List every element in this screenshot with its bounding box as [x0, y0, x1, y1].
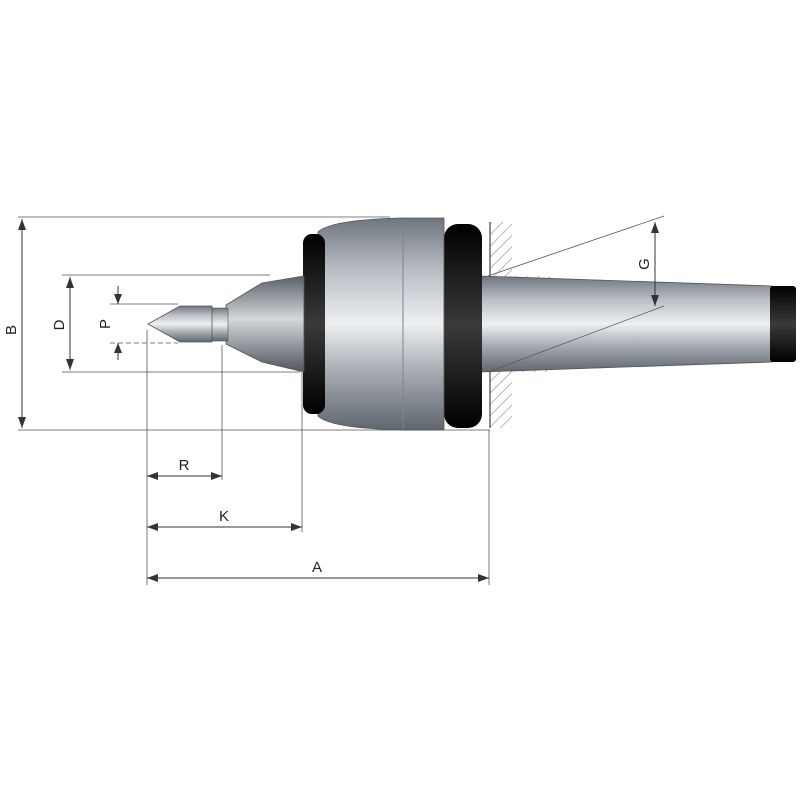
nose-neck	[209, 307, 229, 342]
center-point	[147, 305, 213, 343]
body-housing	[317, 217, 445, 431]
dim-d-arrow-top	[66, 277, 74, 288]
label-a: A	[312, 559, 322, 576]
dim-g-arrow-bottom	[651, 295, 659, 306]
front-seal-ring	[303, 234, 325, 414]
dim-p-arrow-bottom	[114, 343, 122, 353]
nose-cone	[147, 275, 305, 373]
dim-r-arrow-right	[211, 472, 222, 480]
label-d: D	[51, 319, 68, 330]
extension-lines	[18, 215, 665, 585]
ext-taper-bottom	[487, 305, 665, 373]
label-b: B	[3, 325, 20, 335]
dim-b-arrow-bottom	[18, 417, 26, 428]
dim-p-arrow-top	[114, 294, 122, 304]
dim-k-arrow-left	[147, 523, 158, 531]
label-p: P	[97, 319, 114, 329]
dim-k-arrow-right	[291, 523, 302, 531]
dim-a-arrow-right	[478, 574, 489, 582]
rear-seal-ring	[444, 224, 482, 428]
dimension-labels: B D P G R K A	[3, 258, 653, 576]
nose-cone-body	[225, 275, 305, 373]
label-k: K	[219, 508, 229, 525]
dim-g-arrow-top	[651, 222, 659, 233]
main-body	[317, 217, 445, 431]
shank-tang	[770, 286, 796, 362]
dim-b-arrow-top	[18, 219, 26, 230]
label-r: R	[179, 457, 190, 474]
ext-taper-top	[487, 215, 665, 277]
label-g: G	[636, 258, 653, 270]
dim-r-arrow-left	[147, 472, 158, 480]
shank-body	[479, 275, 773, 373]
dim-d-arrow-bottom	[66, 359, 74, 370]
dimension-lines	[18, 219, 659, 582]
dim-a-arrow-left	[147, 574, 158, 582]
